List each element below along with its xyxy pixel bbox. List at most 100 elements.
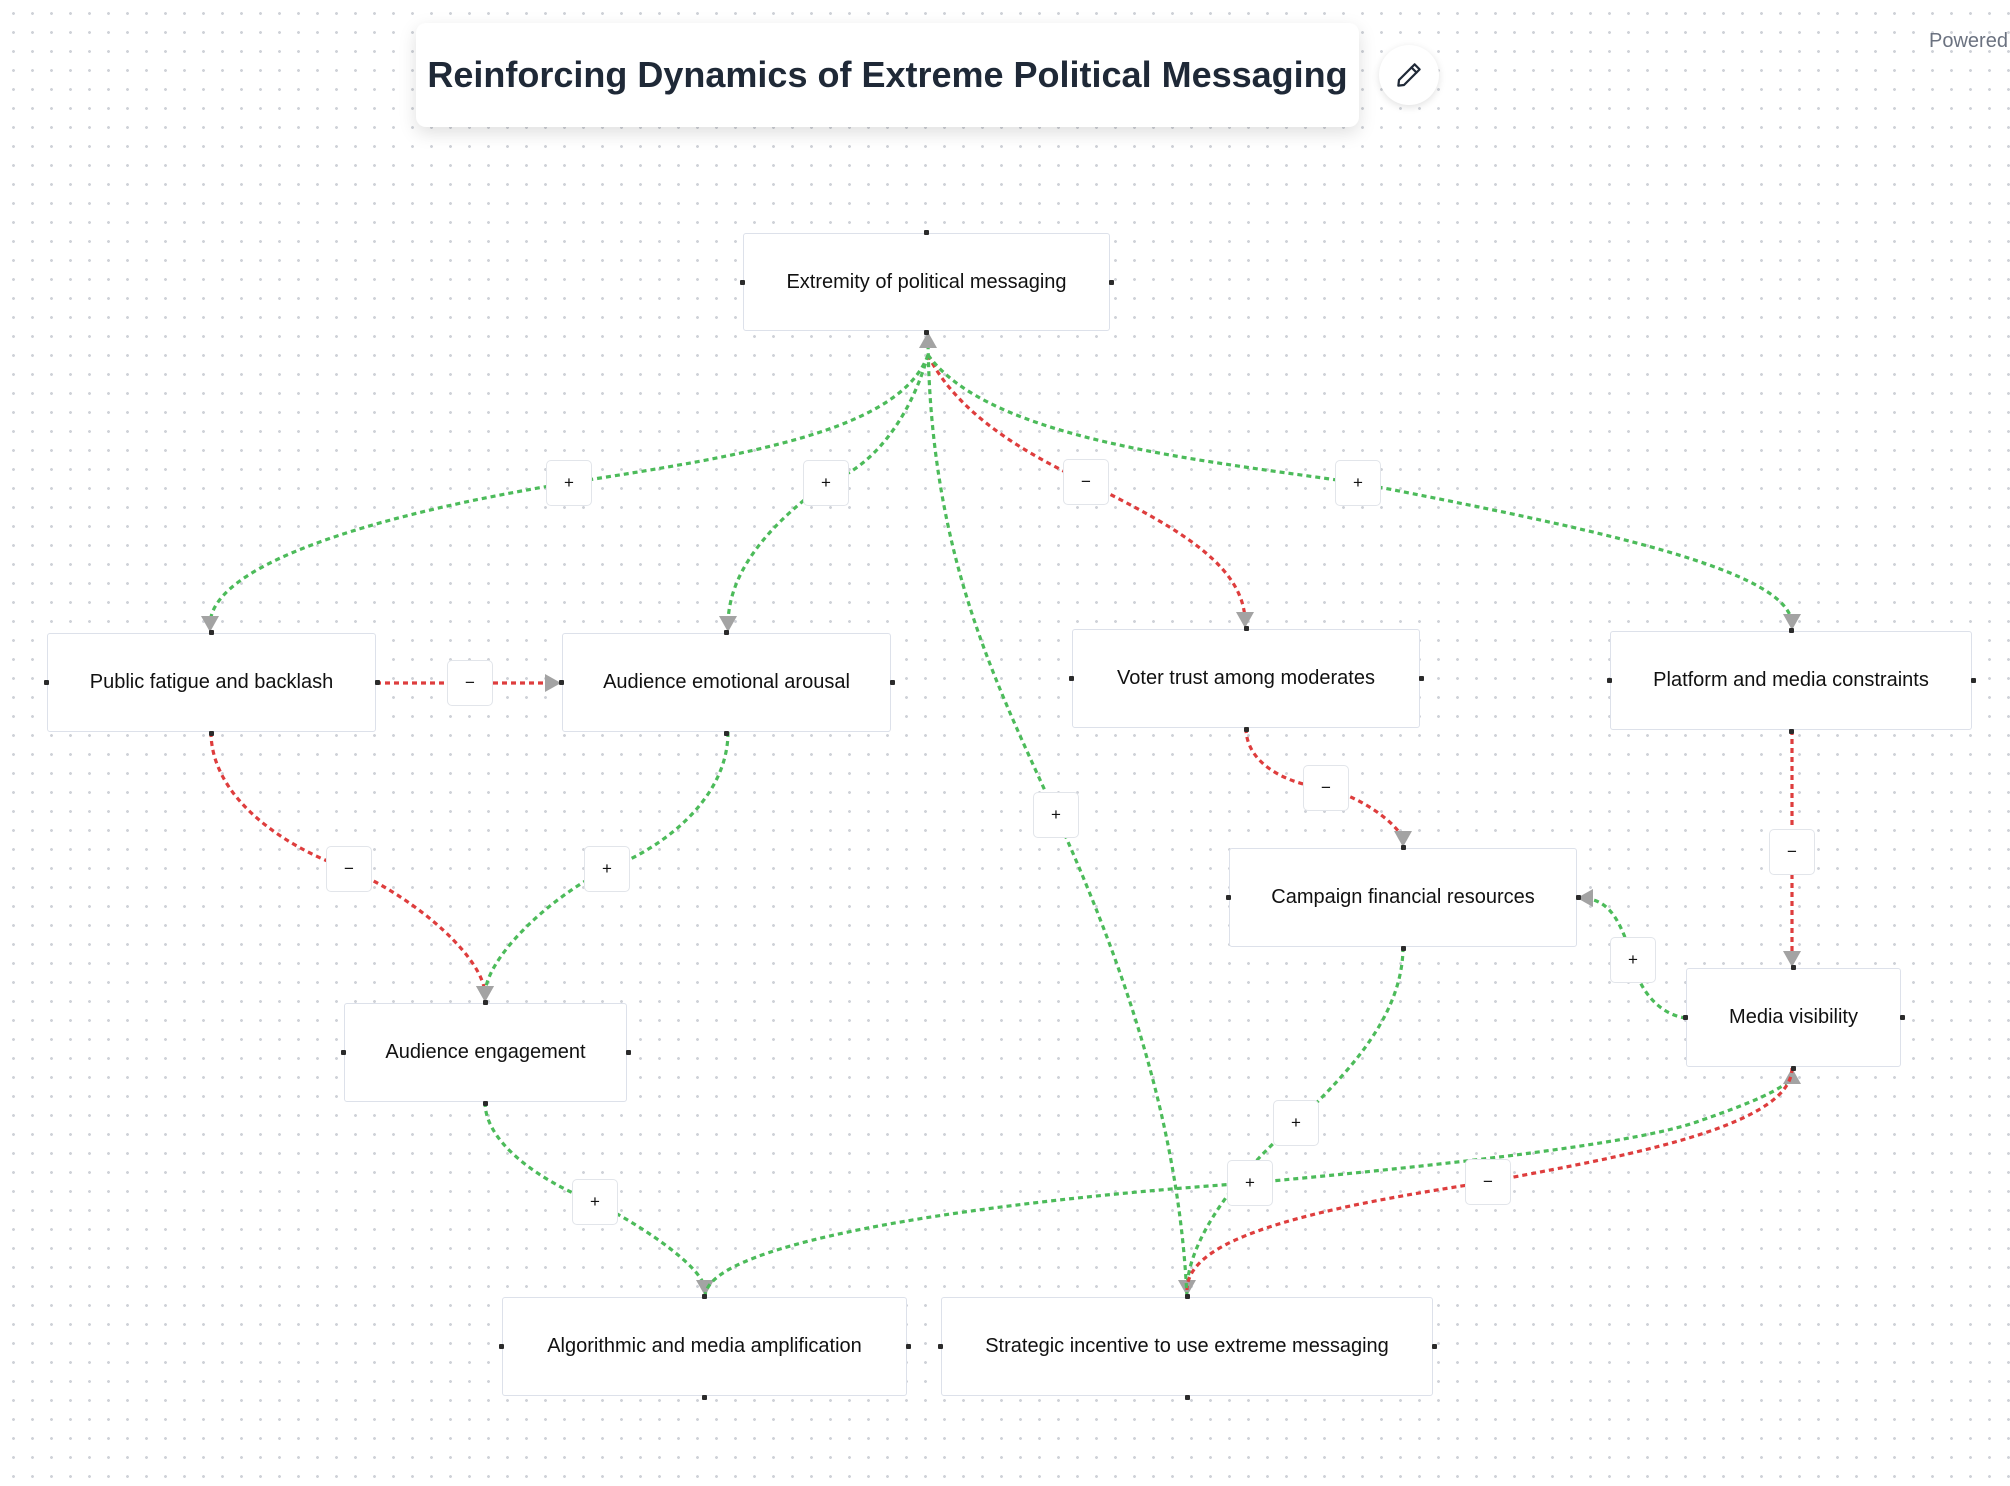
node-incentive[interactable]: Strategic incentive to use extreme messa… xyxy=(941,1297,1433,1396)
connection-handle-top[interactable] xyxy=(1184,1293,1190,1299)
connection-handle-right[interactable] xyxy=(1899,1015,1905,1020)
edge-polarity-label[interactable]: + xyxy=(1033,792,1079,838)
connection-handle-left[interactable] xyxy=(1225,895,1231,900)
arrowhead xyxy=(201,616,219,632)
connection-handle-right[interactable] xyxy=(1108,279,1114,285)
arrowhead xyxy=(719,616,737,632)
connection-handle-left[interactable] xyxy=(340,1050,346,1055)
arrowhead xyxy=(1783,614,1801,630)
edge-extremity-to-fatigue[interactable] xyxy=(208,354,930,626)
connection-handle-right[interactable] xyxy=(625,1050,631,1055)
connection-handle-bottom[interactable] xyxy=(1791,1065,1796,1071)
node-label: Audience engagement xyxy=(385,1041,586,1063)
edge-polarity-label[interactable]: + xyxy=(1227,1160,1273,1206)
edge-extremity-to-arousal[interactable] xyxy=(726,354,930,626)
connection-handle-right[interactable] xyxy=(889,680,895,685)
edge-polarity-label[interactable]: − xyxy=(1769,829,1815,875)
connection-handle-bottom[interactable] xyxy=(209,730,214,736)
edge-extremity-to-trust[interactable] xyxy=(926,354,1247,623)
node-label: Voter trust among moderates xyxy=(1117,667,1375,689)
edge-polarity-label[interactable]: + xyxy=(803,460,849,506)
connection-handle-left[interactable] xyxy=(1068,676,1074,681)
connection-handle-top[interactable] xyxy=(1788,627,1794,633)
arrowhead xyxy=(1236,612,1254,628)
arrowhead xyxy=(1783,951,1801,967)
node-label: Extremity of political messaging xyxy=(786,270,1067,293)
connection-handle-right[interactable] xyxy=(905,1344,911,1349)
connection-handle-bottom[interactable] xyxy=(924,329,929,335)
node-label: Strategic incentive to use extreme messa… xyxy=(985,1335,1389,1357)
arrowhead xyxy=(1394,831,1412,847)
arrowhead xyxy=(919,332,937,348)
edge-amplification-to-visibility[interactable] xyxy=(703,1073,1794,1298)
edge-polarity-label[interactable]: + xyxy=(1610,937,1656,983)
edge-incentive-to-extremity[interactable] xyxy=(926,338,1189,1298)
node-visibility[interactable]: Media visibility xyxy=(1686,968,1901,1067)
edge-polarity-label[interactable]: − xyxy=(447,660,493,706)
edge-polarity-label[interactable]: + xyxy=(546,460,592,506)
node-arousal[interactable]: Audience emotional arousal xyxy=(562,633,891,732)
connection-handle-right[interactable] xyxy=(374,680,380,685)
edge-polarity-label[interactable]: + xyxy=(1273,1100,1319,1146)
node-amplification[interactable]: Algorithmic and media amplification xyxy=(502,1297,907,1396)
connection-handle-left[interactable] xyxy=(937,1344,943,1349)
connection-handle-top[interactable] xyxy=(1791,964,1796,970)
connection-handle-bottom[interactable] xyxy=(724,730,729,736)
edge-polarity-label[interactable]: − xyxy=(326,846,372,892)
edge-polarity-label[interactable]: − xyxy=(1303,765,1349,811)
connection-handle-right[interactable] xyxy=(1575,895,1581,900)
node-label: Campaign financial resources xyxy=(1271,886,1535,908)
connection-handle-bottom[interactable] xyxy=(1243,726,1249,732)
connection-handle-right[interactable] xyxy=(1431,1344,1437,1349)
node-label: Algorithmic and media amplification xyxy=(547,1335,862,1357)
connection-handle-bottom[interactable] xyxy=(1184,1394,1190,1400)
connection-handle-left[interactable] xyxy=(498,1344,504,1349)
node-label: Platform and media constraints xyxy=(1653,669,1929,691)
connection-handle-top[interactable] xyxy=(209,629,214,635)
edge-polarity-label[interactable]: − xyxy=(1465,1159,1511,1205)
connection-handle-top[interactable] xyxy=(724,629,729,635)
connection-handle-left[interactable] xyxy=(43,680,49,685)
node-label: Media visibility xyxy=(1729,1006,1858,1028)
connection-handle-bottom[interactable] xyxy=(1788,728,1794,734)
edge-polarity-label[interactable]: + xyxy=(584,846,630,892)
connection-handle-left[interactable] xyxy=(739,279,745,285)
node-engagement[interactable]: Audience engagement xyxy=(344,1003,627,1102)
edit-title-button[interactable] xyxy=(1379,45,1439,105)
node-trust[interactable]: Voter trust among moderates xyxy=(1072,629,1420,728)
arrowhead xyxy=(545,674,561,692)
connection-handle-top[interactable] xyxy=(1400,844,1406,850)
edge-polarity-label[interactable]: − xyxy=(1063,459,1109,505)
diagram-title: Reinforcing Dynamics of Extreme Politica… xyxy=(427,54,1348,95)
arrowhead xyxy=(1577,889,1593,907)
node-constraints[interactable]: Platform and media constraints xyxy=(1610,631,1972,730)
connection-handle-left[interactable] xyxy=(558,680,564,685)
edge-extremity-to-constraints[interactable] xyxy=(926,354,1794,625)
pencil-icon xyxy=(1397,63,1421,87)
node-financial[interactable]: Campaign financial resources xyxy=(1229,848,1577,947)
node-label: Audience emotional arousal xyxy=(603,671,850,693)
node-extremity[interactable]: Extremity of political messaging xyxy=(743,233,1110,331)
edge-polarity-label[interactable]: + xyxy=(1335,460,1381,506)
connection-handle-right[interactable] xyxy=(1418,676,1424,681)
edge-fatigue-to-engagement[interactable] xyxy=(209,731,487,996)
connection-handle-top[interactable] xyxy=(702,1293,707,1299)
connection-handle-bottom[interactable] xyxy=(702,1394,707,1400)
connection-handle-top[interactable] xyxy=(924,229,929,235)
connection-handle-bottom[interactable] xyxy=(483,1100,488,1106)
powered-by-text: Powered xyxy=(1929,30,2008,52)
node-fatigue[interactable]: Public fatigue and backlash xyxy=(47,633,376,732)
arrowhead xyxy=(476,986,494,1002)
connection-handle-top[interactable] xyxy=(1243,625,1249,631)
node-label: Public fatigue and backlash xyxy=(89,671,334,693)
arrowhead xyxy=(1783,1068,1801,1084)
title-card: Reinforcing Dynamics of Extreme Politica… xyxy=(416,23,1359,127)
connection-handle-left[interactable] xyxy=(1606,678,1612,683)
connection-handle-bottom[interactable] xyxy=(1400,945,1406,951)
connection-handle-top[interactable] xyxy=(483,999,488,1005)
connection-handle-right[interactable] xyxy=(1970,678,1976,683)
connection-handle-left[interactable] xyxy=(1682,1015,1688,1020)
edge-polarity-label[interactable]: + xyxy=(572,1179,618,1225)
